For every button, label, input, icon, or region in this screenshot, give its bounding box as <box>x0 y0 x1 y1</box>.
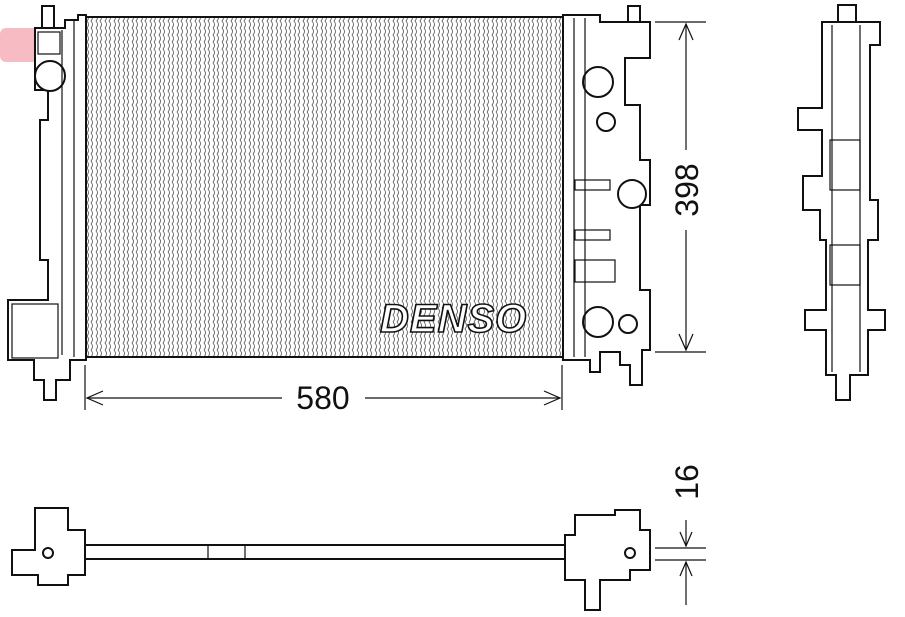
brand-label: DENSO <box>380 297 527 341</box>
dimension-height-label: 398 <box>669 163 705 216</box>
bottom-view <box>11 507 651 611</box>
front-view: DENSO <box>7 5 651 401</box>
dimension-thickness: 16 <box>655 464 706 605</box>
side-view <box>797 4 886 401</box>
dimension-height: 398 <box>655 21 706 353</box>
dimension-thickness-label: 16 <box>669 464 705 500</box>
dimension-width: 580 <box>84 365 563 416</box>
left-tank <box>7 5 87 401</box>
right-tank <box>562 5 651 386</box>
dimension-width-label: 580 <box>296 380 349 416</box>
